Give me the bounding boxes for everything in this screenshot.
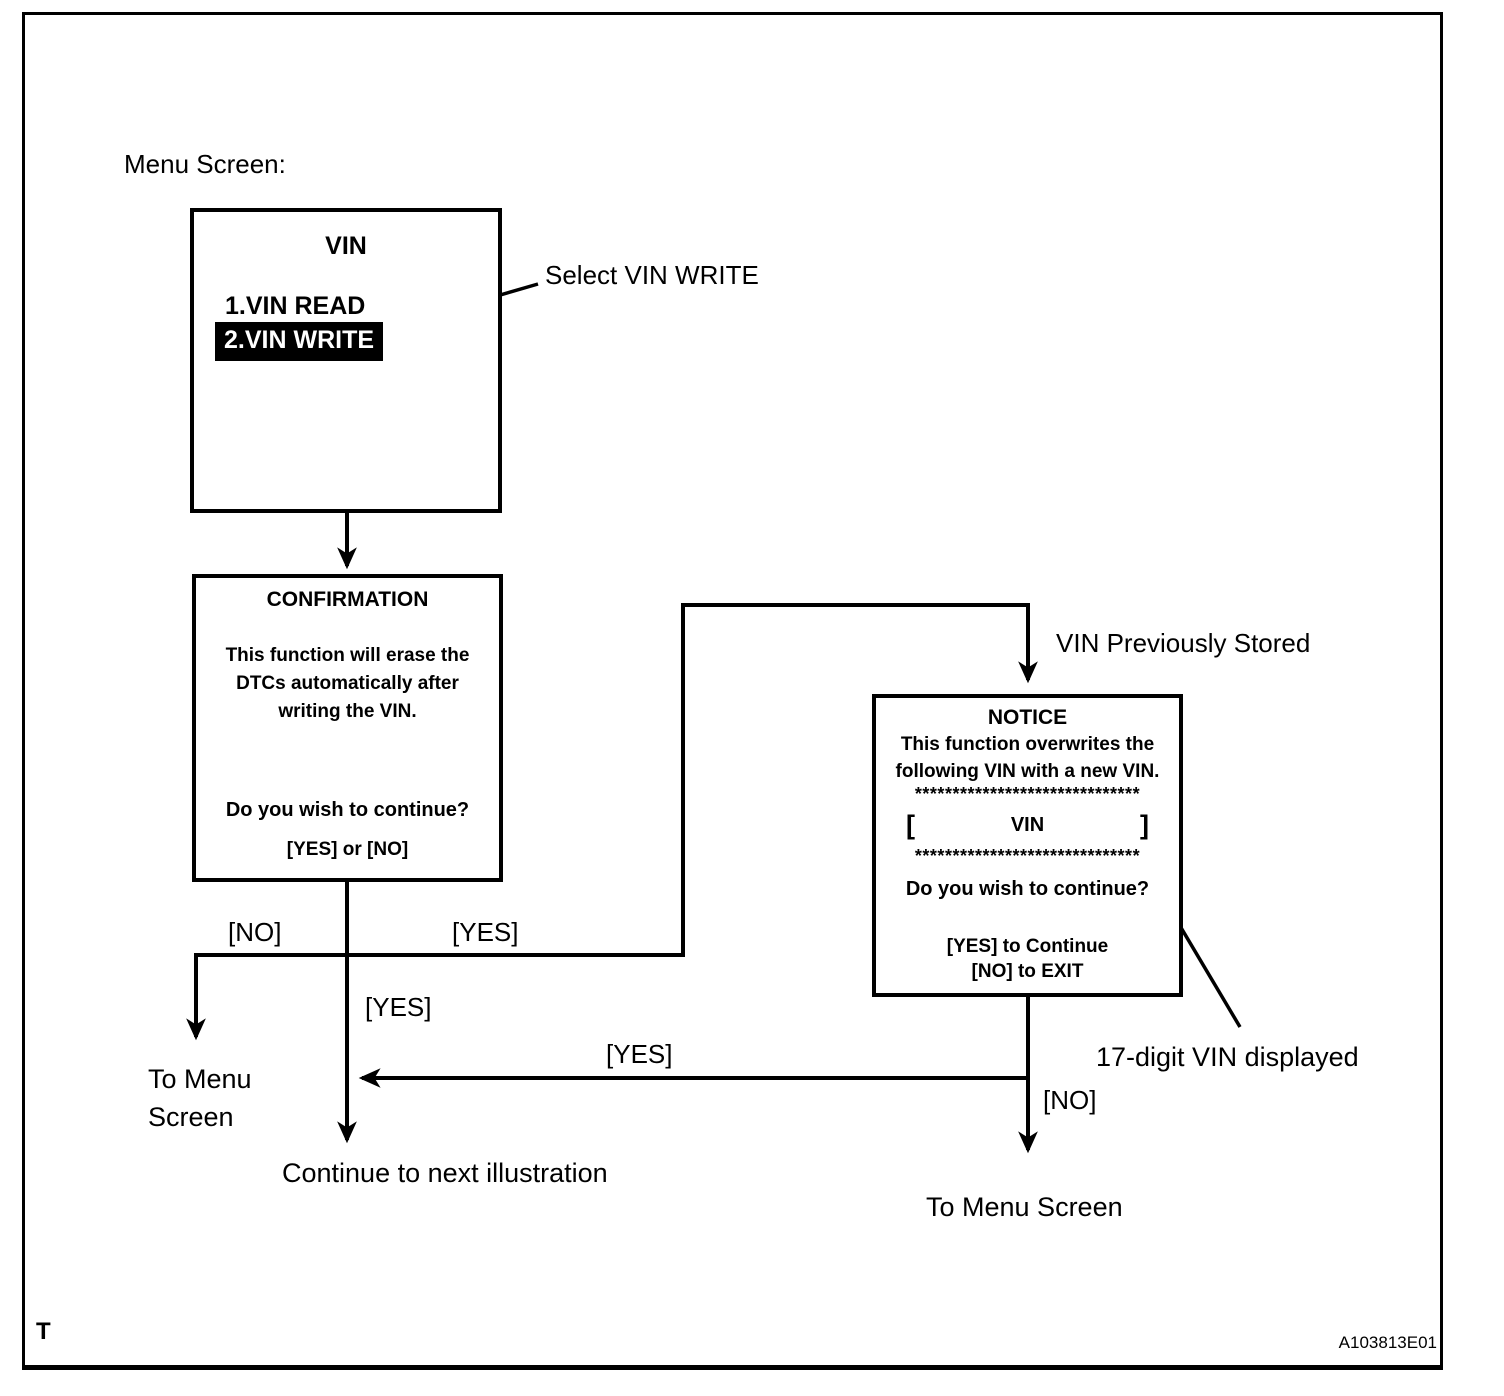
label-vin-previously-stored: VIN Previously Stored xyxy=(1056,628,1311,658)
notice-vin-field: [ VIN ] xyxy=(876,808,1179,842)
confirmation-body: This function will erase the DTCs automa… xyxy=(225,645,470,722)
notice-box: NOTICE This function overwrites the foll… xyxy=(872,694,1183,997)
notice-body: This function overwrites the following V… xyxy=(895,734,1160,782)
confirmation-question: Do you wish to continue? xyxy=(225,799,470,821)
page-corner-mark: T xyxy=(36,1318,51,1345)
menu-item-vin-write-selected: 2.VIN WRITE xyxy=(215,322,384,361)
label-no-from-notice: [NO] xyxy=(1043,1085,1097,1115)
vin-bracket-close: ] xyxy=(1140,809,1149,840)
confirmation-box: CONFIRMATION This function will erase th… xyxy=(192,574,503,882)
vin-menu-title: VIN xyxy=(325,232,367,260)
label-yes-middle: [YES] xyxy=(365,992,432,1022)
confirmation-options: [YES] or [NO] xyxy=(286,839,409,860)
menu-item-vin-read: 1.VIN READ xyxy=(225,292,366,320)
figure-id: A103813E01 xyxy=(1338,1333,1437,1352)
page-border xyxy=(22,12,1443,1370)
label-yes-from-notice: [YES] xyxy=(606,1039,673,1069)
confirmation-title: CONFIRMATION xyxy=(266,588,429,611)
label-yes-right-branch: [YES] xyxy=(452,917,519,947)
notice-asterisk-row-bottom: ****************************** xyxy=(914,846,1141,866)
label-select-vin-write: Select VIN WRITE xyxy=(545,260,759,290)
label-no-left-branch: [NO] xyxy=(228,917,282,947)
vin-menu-box: VIN 1.VIN READ 2.VIN WRITE xyxy=(190,208,502,513)
notice-yes-option: [YES] to Continue xyxy=(946,936,1109,957)
label-to-menu-screen-right: To Menu Screen xyxy=(926,1192,1123,1222)
label-to-menu-screen-left: To Menu Screen xyxy=(148,1064,252,1132)
label-menu-screen: Menu Screen: xyxy=(124,149,286,179)
notice-question: Do you wish to continue? xyxy=(905,878,1150,900)
notice-asterisk-row-top: ****************************** xyxy=(914,784,1141,804)
notice-no-option: [NO] to EXIT xyxy=(971,961,1084,982)
label-continue-next-illustration: Continue to next illustration xyxy=(282,1158,608,1188)
connector-branch-yes-to-notice xyxy=(681,603,1038,957)
connector-branch-no-left xyxy=(186,953,683,1041)
vin-field-label: VIN xyxy=(1010,813,1045,836)
notice-title: NOTICE xyxy=(987,706,1068,729)
vin-bracket-open: [ xyxy=(906,809,915,840)
label-17-digit-vin-displayed: 17-digit VIN displayed xyxy=(1096,1042,1359,1072)
